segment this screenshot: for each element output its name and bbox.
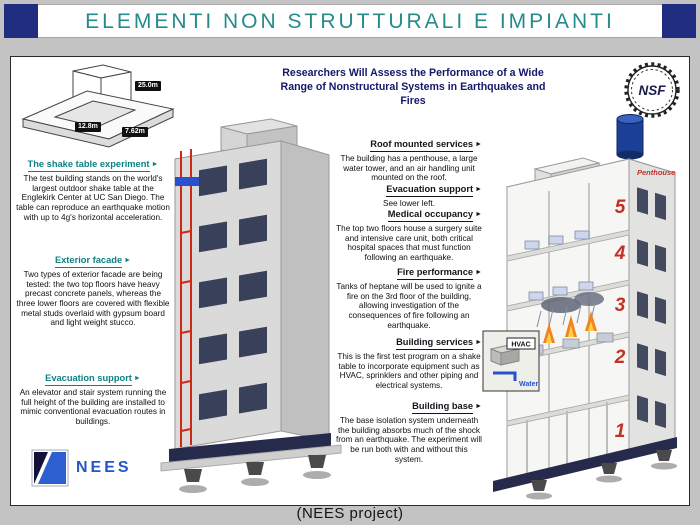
section-evacuation-support-left: Evacuation support► An elevator and stai… bbox=[15, 373, 171, 427]
shake-table-drawing: 25.0m 12.8m 7.62m bbox=[15, 61, 180, 161]
test-building-icon bbox=[160, 118, 342, 493]
infographic-panel: 25.0m 12.8m 7.62m Researchers Will Asses… bbox=[10, 56, 690, 506]
section-heading: The shake table experiment► bbox=[15, 159, 171, 173]
section-heading: Evacuation support► bbox=[336, 184, 482, 198]
section-heading: Roof mounted services► bbox=[336, 139, 482, 153]
section-heading-text: Roof mounted services bbox=[370, 139, 474, 153]
hvac-label: HVAC bbox=[511, 342, 530, 349]
corner-square-right bbox=[662, 4, 696, 38]
water-label: Water bbox=[519, 381, 538, 388]
section-evacuation-support-right: Evacuation support► See lower left. bbox=[336, 184, 482, 209]
section-body: The building has a penthouse, a large wa… bbox=[340, 154, 478, 183]
section-heading: Evacuation support► bbox=[15, 373, 171, 387]
instrument-label-chip bbox=[175, 177, 199, 186]
section-body: The test building stands on the world's … bbox=[16, 174, 170, 222]
side-window-grid bbox=[637, 187, 666, 429]
arrow-right-icon: ► bbox=[475, 339, 482, 346]
floor-number-2: 2 bbox=[614, 347, 626, 368]
section-body: Two types of exterior facade are being t… bbox=[16, 270, 170, 328]
ground-floor-columns bbox=[526, 402, 608, 479]
section-heading: Building services► bbox=[336, 337, 482, 351]
section-shake-table-experiment: The shake table experiment► The test bui… bbox=[15, 159, 171, 222]
base-isolators bbox=[179, 455, 331, 493]
section-heading-text: Medical occupancy bbox=[387, 209, 474, 223]
medical-equipment-icons bbox=[524, 230, 594, 301]
section-exterior-facade: Exterior facade► Two types of exterior f… bbox=[15, 255, 171, 328]
nees-logo-icon bbox=[31, 449, 69, 487]
arrow-right-icon: ► bbox=[475, 186, 482, 193]
nees-logo: NEES bbox=[31, 449, 132, 487]
floor-number-3: 3 bbox=[615, 295, 626, 316]
dimension-width: 12.8m bbox=[75, 122, 101, 132]
section-heading-text: The shake table experiment bbox=[27, 159, 150, 173]
section-body: An elevator and stair system running the… bbox=[19, 388, 167, 426]
section-heading-text: Building base bbox=[412, 401, 474, 415]
section-body: The base isolation system underneath the… bbox=[336, 416, 482, 464]
arrow-right-icon: ► bbox=[475, 403, 482, 410]
nsf-logo-icon: NSF bbox=[624, 62, 680, 118]
dimension-platform: 7.62m bbox=[122, 127, 148, 137]
arrow-right-icon: ► bbox=[475, 269, 482, 276]
arrow-right-icon: ► bbox=[475, 141, 482, 148]
section-heading-text: Fire performance bbox=[397, 267, 474, 281]
floor-numbers: 5 4 3 2 1 bbox=[614, 197, 626, 442]
section-heading-text: Building services bbox=[396, 337, 474, 351]
slide-caption: (NEES project) bbox=[296, 505, 404, 522]
cutaway-building-illustration: 5 4 3 2 1 Penthouse bbox=[479, 95, 683, 503]
title-bar: ELEMENTI NON STRUTTURALI E IMPIANTI bbox=[4, 4, 696, 38]
section-heading-text: Evacuation support bbox=[45, 373, 132, 387]
section-heading-text: Exterior facade bbox=[54, 255, 123, 269]
section-heading: Building base► bbox=[336, 401, 482, 415]
floor-number-5: 5 bbox=[615, 197, 626, 218]
nsf-logo: NSF bbox=[623, 61, 681, 119]
section-body: The top two floors house a surgery suite… bbox=[336, 224, 482, 262]
arrow-right-icon: ► bbox=[133, 375, 141, 382]
section-medical-occupancy: Medical occupancy► The top two floors ho… bbox=[336, 209, 482, 263]
base-isolation-slab bbox=[493, 437, 677, 492]
section-heading-text: Evacuation support bbox=[386, 184, 474, 198]
water-tower-icon bbox=[616, 114, 644, 160]
shake-table-isometric-icon bbox=[21, 64, 175, 148]
section-heading: Fire performance► bbox=[336, 267, 482, 281]
floor-number-1: 1 bbox=[615, 421, 626, 442]
nsf-label: NSF bbox=[639, 83, 667, 98]
page-title: ELEMENTI NON STRUTTURALI E IMPIANTI bbox=[85, 10, 615, 33]
arrow-right-icon: ► bbox=[475, 211, 482, 218]
arrow-right-icon: ► bbox=[124, 257, 132, 264]
section-heading: Exterior facade► bbox=[15, 255, 171, 269]
test-building-illustration bbox=[159, 113, 349, 503]
section-body: Tanks of heptane will be used to ignite … bbox=[336, 282, 482, 330]
penthouse-label: Penthouse bbox=[637, 168, 675, 177]
floor-number-4: 4 bbox=[614, 243, 626, 264]
nees-label: NEES bbox=[76, 459, 132, 476]
infographic-headline: Researchers Will Assess the Performance … bbox=[280, 67, 546, 107]
section-building-services: Building services► This is the first tes… bbox=[336, 337, 482, 391]
section-heading: Medical occupancy► bbox=[336, 209, 482, 223]
section-building-base: Building base► The base isolation system… bbox=[336, 401, 482, 464]
section-body: This is the first test program on a shak… bbox=[337, 352, 481, 390]
window-grid bbox=[199, 158, 267, 421]
corner-square-left bbox=[4, 4, 38, 38]
arrow-right-icon: ► bbox=[151, 161, 159, 168]
section-roof-mounted-services: Roof mounted services► The building has … bbox=[336, 139, 482, 183]
base-isolators bbox=[526, 450, 677, 500]
dimension-length: 25.0m bbox=[135, 81, 161, 91]
fire-flames-icon bbox=[536, 292, 604, 343]
cutaway-building-icon: 5 4 3 2 1 Penthouse bbox=[482, 114, 677, 500]
section-fire-performance: Fire performance► Tanks of heptane will … bbox=[336, 267, 482, 330]
hvac-water-callout: HVAC Water bbox=[482, 330, 540, 392]
section-body: See lower left. bbox=[383, 199, 435, 209]
